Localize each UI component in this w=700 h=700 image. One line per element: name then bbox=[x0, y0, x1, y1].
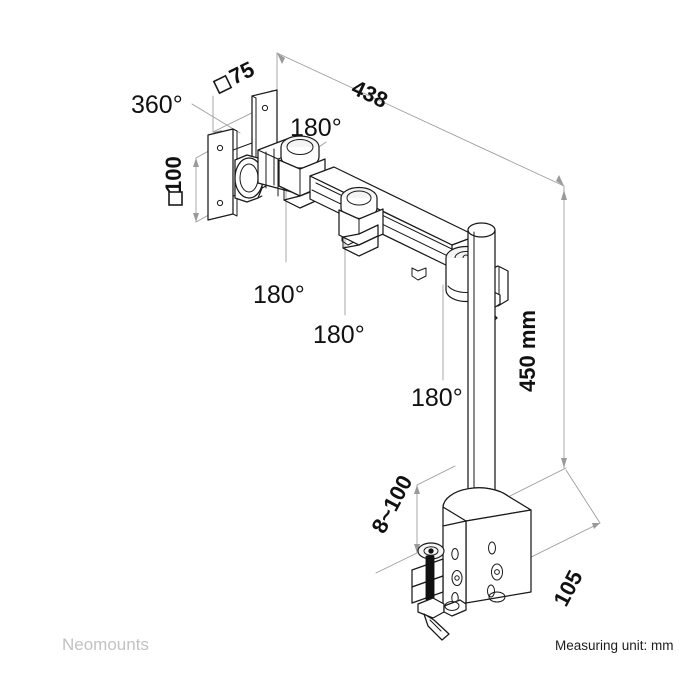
dimension-label-clamp-depth: 105 bbox=[548, 566, 587, 610]
dimension-label-vesa-width: 75 bbox=[212, 56, 258, 95]
vertical-pole bbox=[467, 222, 496, 513]
angle-label-180-head: 180° bbox=[290, 114, 342, 142]
dimension-label-pole-height: 450 mm bbox=[515, 310, 540, 392]
square-symbol-icon bbox=[212, 74, 233, 95]
angle-label-180-elbow: 180° bbox=[253, 281, 305, 309]
dimension-label-arm-reach: 438 bbox=[348, 75, 392, 113]
desk-clamp bbox=[411, 487, 532, 641]
brand-logo-text: Neomounts bbox=[62, 635, 149, 654]
square-symbol-icon bbox=[168, 191, 183, 206]
dimension-label-desk-thickness: 8~100 bbox=[366, 471, 417, 537]
angle-label-360: 360° bbox=[131, 91, 183, 119]
measuring-unit-note: Measuring unit: mm bbox=[555, 638, 674, 653]
angle-label-180-pole: 180° bbox=[411, 384, 463, 412]
dimension-label-vesa-height: 100 bbox=[161, 156, 186, 206]
dimension-value-100: 100 bbox=[161, 156, 186, 193]
arm-mid-rotation-joint bbox=[338, 186, 384, 257]
angle-label-180-mid: 180° bbox=[313, 321, 365, 349]
